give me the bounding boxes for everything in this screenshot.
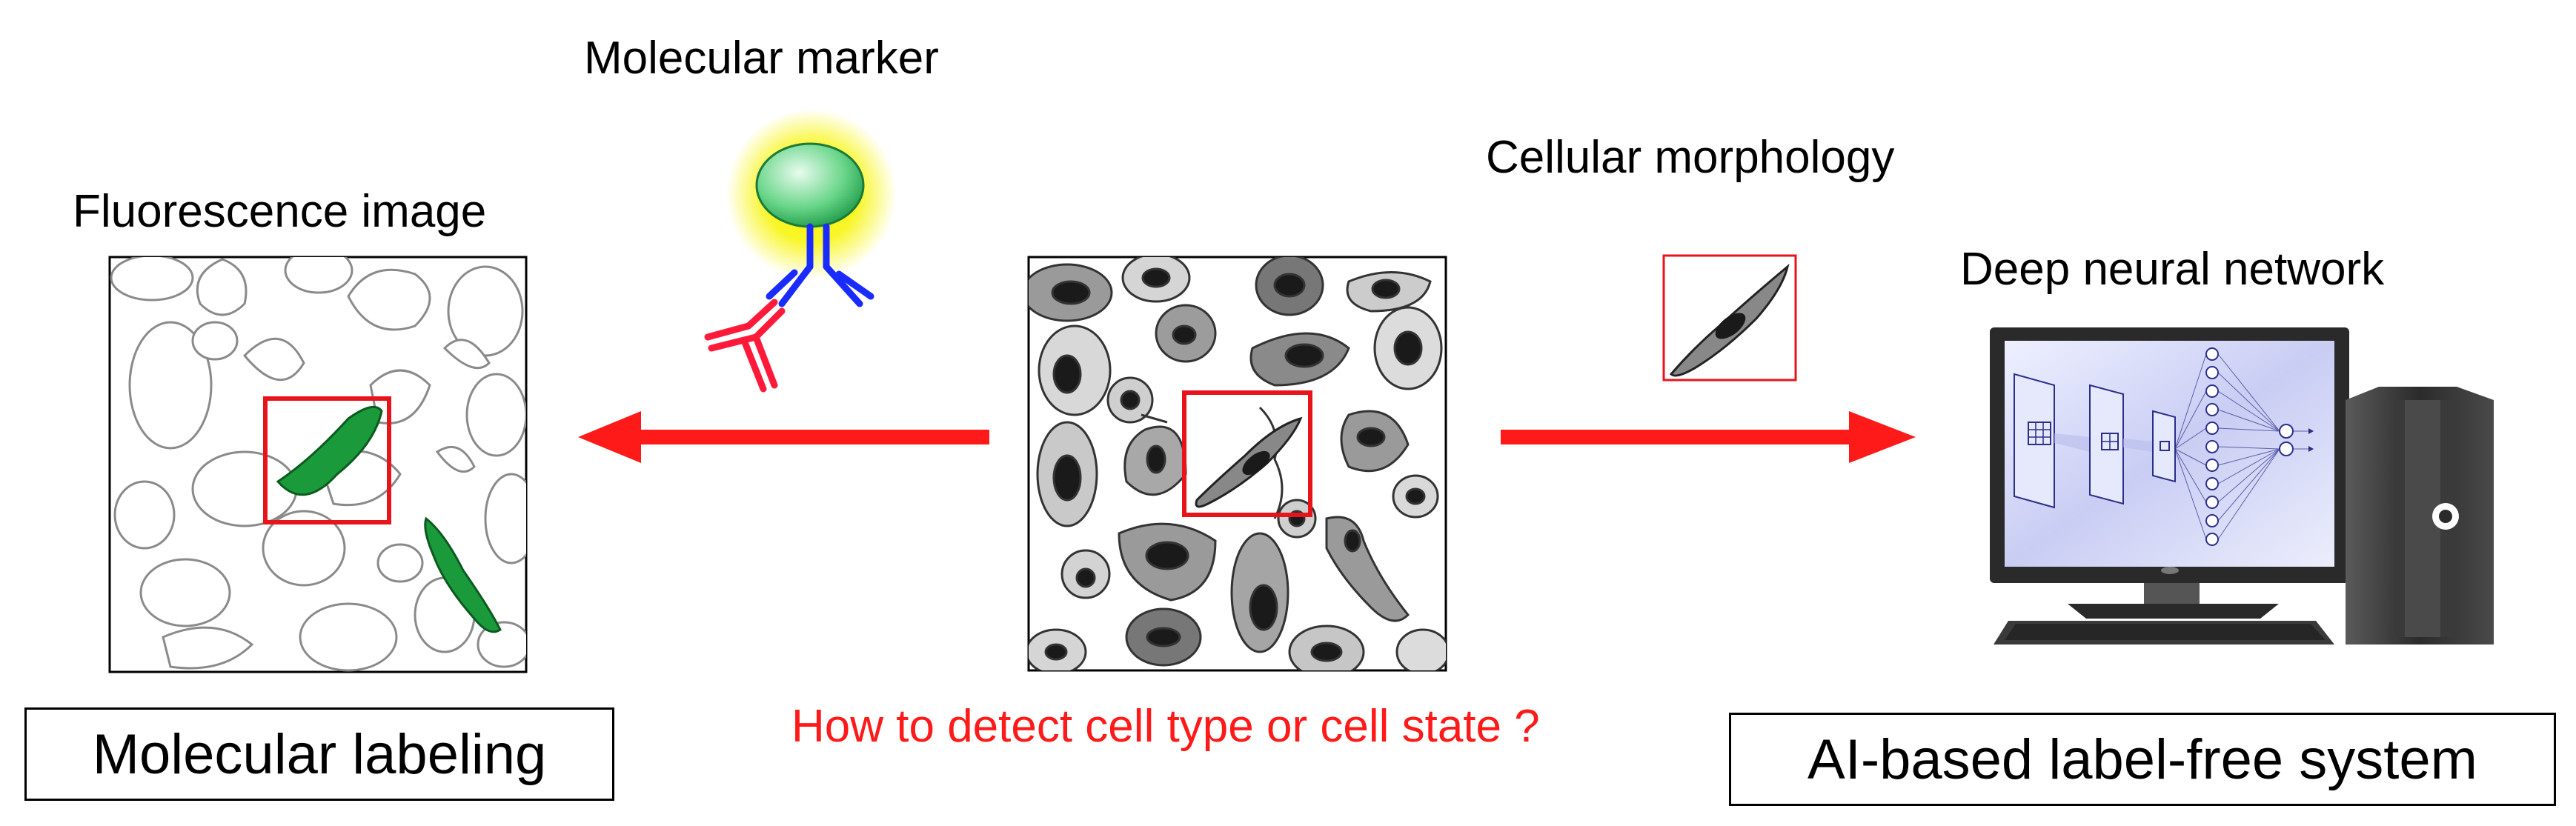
arrow-right (1501, 411, 1916, 463)
question-text: How to detect cell type or cell state ? (791, 701, 1540, 752)
arrow-left (578, 411, 989, 463)
target-cell-nucleus (1242, 450, 1270, 476)
molecular-labeling-text: Molecular labeling (92, 722, 547, 786)
computer-graphic (1990, 327, 2494, 645)
cellular-morphology-thumbnail (1662, 254, 1797, 382)
highlight-box-left (263, 396, 391, 524)
fluorescent-cell-2 (424, 516, 502, 633)
cnn-illustration (2014, 347, 2314, 546)
brightfield-image-panel (1027, 256, 1447, 672)
label-free-system-box: AI-based label-free system (1729, 713, 2556, 806)
monitor-base (2068, 604, 2279, 619)
fluorescence-image-label: Fluorescence image (73, 186, 487, 237)
molecular-marker-graphic (704, 109, 897, 393)
monitor-stand (2144, 583, 2200, 604)
molecular-marker-label: Molecular marker (584, 33, 939, 84)
deep-neural-network-label: Deep neural network (1960, 244, 2385, 295)
fluorescent-cell (276, 405, 383, 496)
cellular-morphology-label: Cellular morphology (1486, 132, 1895, 183)
highlight-box-middle (1182, 390, 1312, 517)
fluorescence-image-panel (108, 256, 528, 673)
molecular-labeling-box: Molecular labeling (24, 707, 614, 801)
label-free-system-text: AI-based label-free system (1807, 727, 2477, 791)
